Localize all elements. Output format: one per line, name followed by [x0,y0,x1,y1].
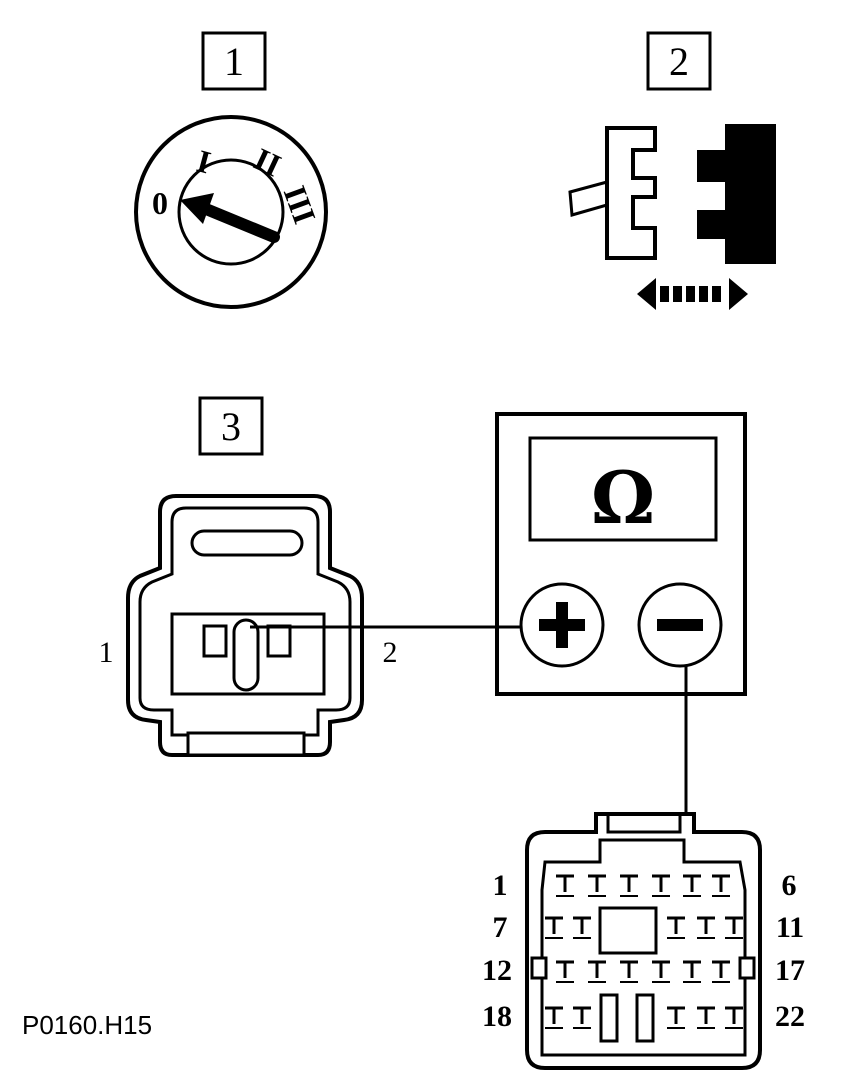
connector-label-row2-left: 7 [493,911,508,944]
connector-pin [712,874,730,897]
connector-pin [573,1006,591,1029]
ohm-symbol: Ω [591,455,655,540]
connector-pin [697,1006,715,1029]
reference-code: P0160.H15 [22,1010,152,1040]
connector-pin [573,916,591,939]
connector-label-row2-right: 11 [776,911,804,944]
connector-pin [725,916,743,939]
connector-pin [725,1006,743,1029]
connector-pin [697,916,715,939]
step-3-number: 3 [221,404,241,449]
ignition-switch-icon: 0 I II III [134,115,328,309]
connector-pin [652,874,670,897]
connector-pin-grid [545,874,743,1029]
connector-pin [620,874,638,897]
connector-pin [667,1006,685,1029]
meter-negative-terminal [637,582,723,668]
step-3-badge: 3 [198,396,264,456]
connector-pin [556,960,574,983]
connector-disconnect-icon [568,124,776,310]
connector-label-row3-right: 17 [775,954,805,987]
connector-pin [712,960,730,983]
connector-pin [620,960,638,983]
connector-pin [683,874,701,897]
connector-pin [683,960,701,983]
meter-positive-terminal [519,582,605,668]
connector-pin [545,916,563,939]
connector-label-row3-left: 12 [482,954,512,987]
connector-pin-1-label: 1 [99,636,114,669]
double-arrow-icon [637,278,748,310]
connector-pin [667,916,685,939]
step-1-badge: 1 [201,31,267,91]
ignition-key-arrow-icon [180,193,280,243]
connector-pin [556,874,574,897]
connector-label-row4-left: 18 [482,1000,512,1033]
connector-pin [652,960,670,983]
step-2-number: 2 [669,39,689,84]
ohmmeter: Ω [495,412,747,696]
connector-pin [545,1006,563,1029]
step-2-badge: 2 [646,31,712,91]
multi-pin-connector: 1 7 12 18 6 11 17 22 [482,812,805,1070]
connector-pin [588,960,606,983]
connector-label-row1-left: 1 [493,869,508,902]
step-1-number: 1 [224,39,244,84]
connector-pin-2-label: 2 [383,636,398,669]
ignition-position-off: 0 [152,185,168,221]
connector-label-row1-right: 6 [782,869,797,902]
connector-pin [588,874,606,897]
connector-label-row4-right: 22 [775,1000,805,1033]
